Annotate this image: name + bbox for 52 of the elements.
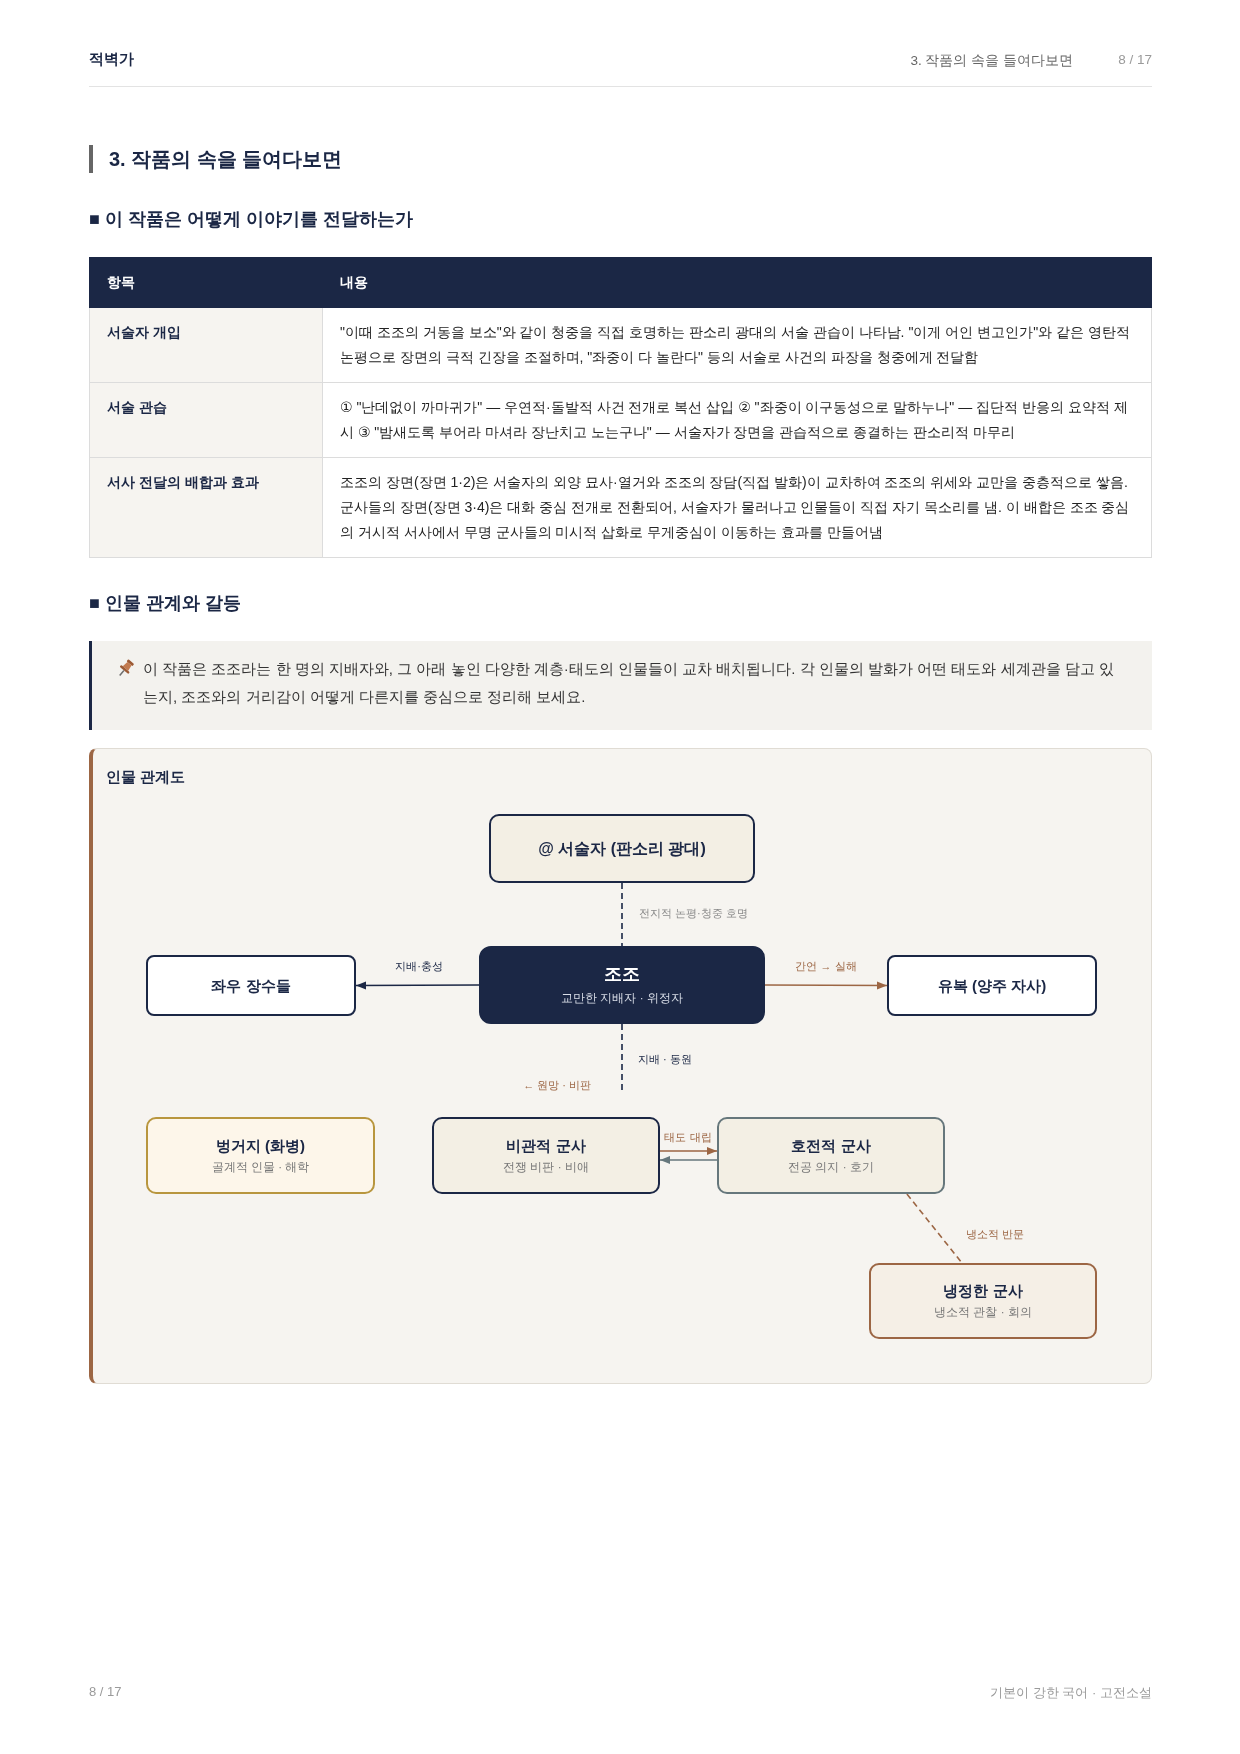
character-box	[479, 946, 765, 1024]
row-description: "이때 조조의 거동을 보소"와 같이 청중을 직접 호명하는 판소리 광대의 서술 관습이 나타남. "이게 어인 변고인가"와 같은 영탄적 논평으로 장면의 극적 긴장을 조절하며, "좌중이 다 놀란다" 등의 서술로 사건의 파장을 청중에게 전달함	[322, 307, 1152, 383]
note-text: 이 작품은 조조라는 한 명의 지배자와, 그 아래 놓인 다양한 계층·태도의 인물들이 교차 배치됩니다. 각 인물의 발화가 어떤 태도와 세계관을 담고 있는지, 조조와의 거리감이 어떻게 다른지를 중심으로 정리해 보세요.	[143, 659, 1115, 707]
section-heading: 3. 작품의 속을 들여다보면	[89, 145, 343, 173]
character-box	[146, 1117, 375, 1194]
subheading: ■ 인물 관계와 갈등	[89, 592, 241, 615]
character-box	[489, 814, 755, 883]
row-label: 서사 전달의 배합과 효과	[89, 457, 323, 558]
character-box	[146, 955, 356, 1016]
node-title: 호전적 군사	[791, 1136, 871, 1155]
edge-label: 전지적 논평·청중 호명	[637, 906, 750, 920]
node-title: 비관적 군사	[506, 1136, 586, 1155]
running-header: 3. 작품의 속을 들여다보면	[910, 52, 1073, 70]
page-number: 8 / 17	[89, 1684, 122, 1699]
column-header: 내용	[322, 257, 1152, 308]
row-label: 서술자 개입	[89, 307, 323, 383]
arrow	[659, 1147, 718, 1155]
dashed-line	[621, 882, 623, 947]
character-box	[432, 1117, 660, 1194]
node-title: 유복 (양주 자사)	[937, 976, 1047, 995]
node-title: 조조	[604, 964, 640, 986]
arrow	[659, 1156, 718, 1164]
footer-text: 기본이 강한 국어 · 고전소설	[990, 1684, 1152, 1702]
edge-label: 지배·충성	[393, 959, 445, 973]
node-title: 벙거지 (화병)	[215, 1136, 306, 1155]
node-subtitle: 전쟁 비판 · 비애	[503, 1160, 589, 1175]
node-subtitle: 전공 의지 · 호기	[788, 1160, 874, 1175]
node-subtitle: 골계적 인물 · 해학	[211, 1160, 310, 1175]
dashed-line	[906, 1193, 963, 1264]
node-title: @ 서술자 (판소리 광대)	[538, 838, 706, 859]
character-box	[717, 1117, 945, 1194]
running-title: 적벽가	[89, 50, 134, 69]
node-subtitle: 교만한 지배자 · 위정자	[561, 991, 683, 1006]
node-title: 좌우 장수들	[211, 976, 291, 995]
diagram-panel	[89, 748, 1152, 1384]
edge-label: 지배 · 동원	[636, 1052, 694, 1066]
node-title: 냉정한 군사	[943, 1282, 1023, 1301]
character-box	[869, 1263, 1097, 1339]
edge-label: 냉소적 반문	[964, 1227, 1027, 1241]
row-label: 서술 관습	[89, 382, 323, 458]
edge-label: 태도 대립	[662, 1130, 714, 1144]
arrow	[355, 981, 480, 990]
row-description: 조조의 장면(장면 1·2)은 서술자의 외양 묘사·열거와 조조의 장담(직접 발화)이 교차하여 조조의 위세와 교만을 중층적으로 쌓음. 군사들의 장면(장면 3·4)은 대화 중심 전개로 전환되어, 서술자가 물러나고 인물들이 직접 자기 목소리를 냄. 이 배합은 조조 중심의 거시적 서사에서 무명 군사들의 미시적 삽화로 무게중심이 이동하는 효과를 만들어냄	[322, 457, 1152, 558]
column-header: 항목	[89, 257, 323, 308]
edge-label: 간언 → 실해	[793, 959, 859, 973]
character-box	[887, 955, 1097, 1016]
row-description: ① "난데없이 까마귀가" — 우연적·돌발적 사건 전개로 복선 삽입 ② "좌중이 이구동성으로 말하누나" — 집단적 반응의 요약적 제시 ③ "밤새도록 부어라 마셔라 장난치고 노는구나" — 서술자가 장면을 관습적으로 종결하는 판소리적 마무리	[322, 382, 1152, 458]
panel-title: 인물 관계도	[106, 768, 186, 787]
subheading: ■ 이 작품은 어떻게 이야기를 전달하는가	[89, 208, 413, 231]
node-subtitle: 냉소적 관찰 · 회의	[934, 1306, 1032, 1320]
page-number: 8 / 17	[1118, 52, 1152, 67]
arrow	[764, 981, 888, 990]
